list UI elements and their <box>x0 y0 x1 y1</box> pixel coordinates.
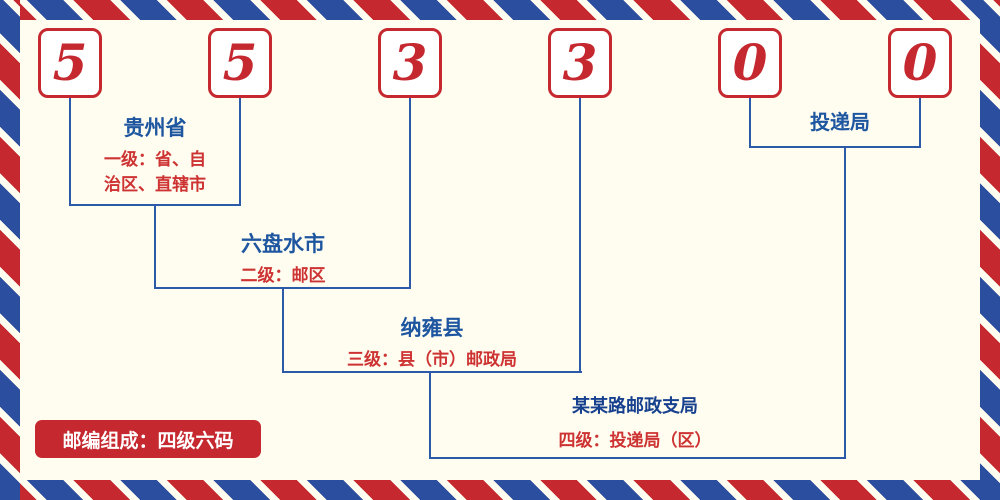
airmail-border-bottom <box>0 480 1000 500</box>
digit-3: 3 <box>392 33 428 92</box>
level1-description-line2: 治区、直辖市 <box>104 174 206 195</box>
level1-description: 一级：省、自 治区、直辖市 <box>80 148 230 197</box>
composition-badge: 邮编组成：四级六码 <box>35 420 261 458</box>
connector-level2-right <box>409 98 411 289</box>
digit-1: 5 <box>52 33 88 92</box>
level3-label-group: 纳雍县 三级：县（市）邮政局 <box>332 312 532 373</box>
digit-box-6: 0 <box>888 28 952 98</box>
level4-description: 四级：投递局（区） <box>558 431 712 451</box>
digit-5: 0 <box>732 33 768 92</box>
level4-place-name: 某某路邮政支局 <box>572 396 698 417</box>
delivery-place-name: 投递局 <box>810 110 870 134</box>
digit-box-2: 5 <box>208 28 272 98</box>
digit-6: 0 <box>902 33 938 92</box>
delivery-label-group: 投递局 <box>765 106 915 135</box>
level1-label-group: 贵州省 一级：省、自 治区、直辖市 <box>80 112 230 197</box>
connector-level2-left <box>154 204 156 289</box>
connector-level1-left <box>69 98 71 206</box>
level2-description: 二级：邮区 <box>240 266 326 286</box>
digit-2: 5 <box>222 33 258 92</box>
level3-description: 三级：县（市）邮政局 <box>347 350 517 370</box>
connector-level3-right <box>579 98 581 373</box>
digit-box-1: 5 <box>38 28 102 98</box>
connector-level4-left <box>429 371 431 459</box>
connector-level4-bottom <box>429 457 846 459</box>
level4-label-group: 某某路邮政支局 四级：投递局（区） <box>520 392 750 454</box>
connector-level4-right <box>844 146 846 459</box>
level2-label-group: 六盘水市 二级：邮区 <box>193 228 373 289</box>
level3-place-name: 纳雍县 <box>400 316 464 340</box>
connector-delivery-bottom <box>749 146 921 148</box>
level1-description-line1: 一级：省、自 <box>104 150 206 170</box>
connector-delivery-left <box>749 98 751 148</box>
level2-place-name: 六盘水市 <box>241 232 325 256</box>
digit-box-5: 0 <box>718 28 782 98</box>
level1-place-name: 贵州省 <box>123 116 187 140</box>
connector-level1-right <box>239 98 241 206</box>
connector-level3-bottom <box>282 371 582 373</box>
connector-delivery-right <box>919 98 921 148</box>
digit-box-4: 3 <box>548 28 612 98</box>
connector-level3-left <box>282 287 284 373</box>
digit-box-3: 3 <box>378 28 442 98</box>
airmail-border-top <box>0 0 1000 20</box>
digit-4: 3 <box>562 33 598 92</box>
airmail-border-left <box>0 0 20 500</box>
airmail-border-right <box>980 0 1000 500</box>
